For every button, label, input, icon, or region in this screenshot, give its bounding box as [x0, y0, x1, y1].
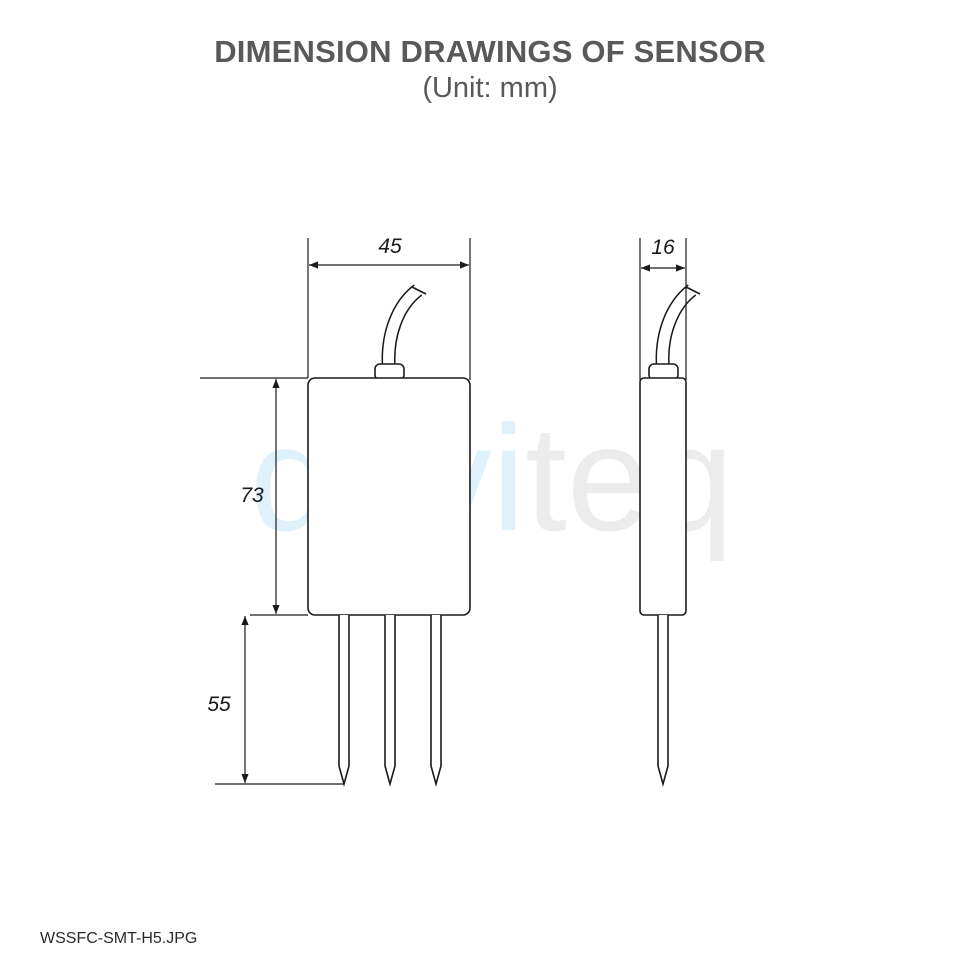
side-probe: [657, 615, 669, 787]
front-body: [307, 377, 471, 616]
probe-left: [338, 615, 350, 787]
probe-right: [430, 615, 442, 787]
width-label: 45: [378, 235, 402, 258]
thickness-label: 16: [651, 236, 675, 259]
image-filename: WSSFC-SMT-H5.JPG: [40, 930, 198, 947]
probe-length-label: 55: [207, 693, 231, 716]
unit-subtitle: (Unit: mm): [422, 72, 558, 104]
page-title: DIMENSION DRAWINGS OF SENSOR: [214, 34, 766, 69]
front-dimensions: [200, 238, 471, 785]
side-body: [639, 377, 687, 616]
watermark-part-b: teq: [525, 394, 734, 562]
side-dimensions: [639, 238, 687, 380]
front-view: [307, 284, 471, 787]
body-height-label: 73: [240, 484, 264, 507]
probe-middle: [384, 615, 396, 787]
